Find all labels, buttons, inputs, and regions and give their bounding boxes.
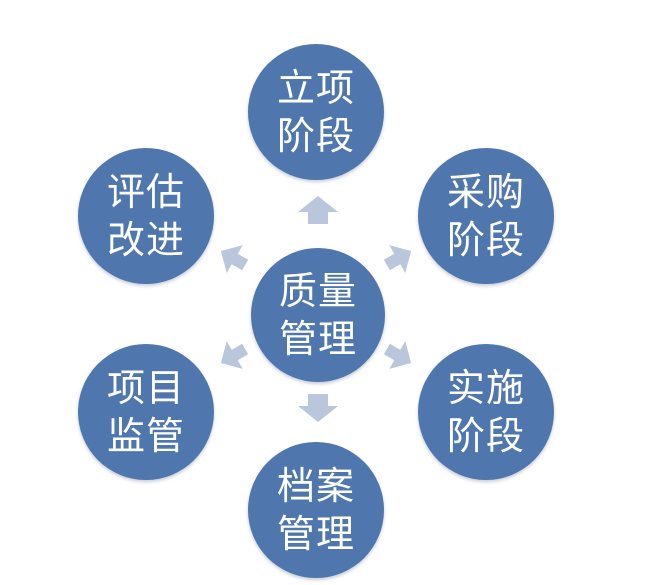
node-evaluation-improvement: 评估 改进 [78,148,214,284]
node-label-line2: 改进 [106,218,185,262]
arrow-lower-left [220,341,249,369]
node-label-line2: 阶段 [276,114,355,158]
node-label-line2: 阶段 [446,218,525,262]
node-label-line1: 采购 [446,170,525,214]
node-center-quality-management: 质量 管理 [251,248,385,382]
node-label-line1: 评估 [106,170,185,214]
node-label-line1: 立项 [276,66,355,110]
node-procurement: 采购 阶段 [418,148,554,284]
node-label-line2: 阶段 [446,414,525,458]
node-label-line1: 档案 [276,464,355,508]
arrow-upper-right [383,245,412,273]
arrow-upper-left [220,245,249,273]
node-label-line1: 项目 [106,366,185,410]
arrow-down [298,394,338,422]
node-project-supervision: 项目 监管 [78,344,214,480]
node-label-line1: 实施 [446,366,525,410]
node-archive-management: 档案 管理 [248,442,384,578]
node-project-initiation: 立项 阶段 [248,44,384,180]
node-label-line1: 质量 [278,269,357,313]
arrow-lower-right [383,341,412,369]
node-label-line2: 监管 [106,414,185,458]
node-label-line2: 管理 [276,512,355,556]
node-implementation: 实施 阶段 [418,344,554,480]
arrow-up [298,196,338,224]
node-label-line2: 管理 [278,317,357,361]
